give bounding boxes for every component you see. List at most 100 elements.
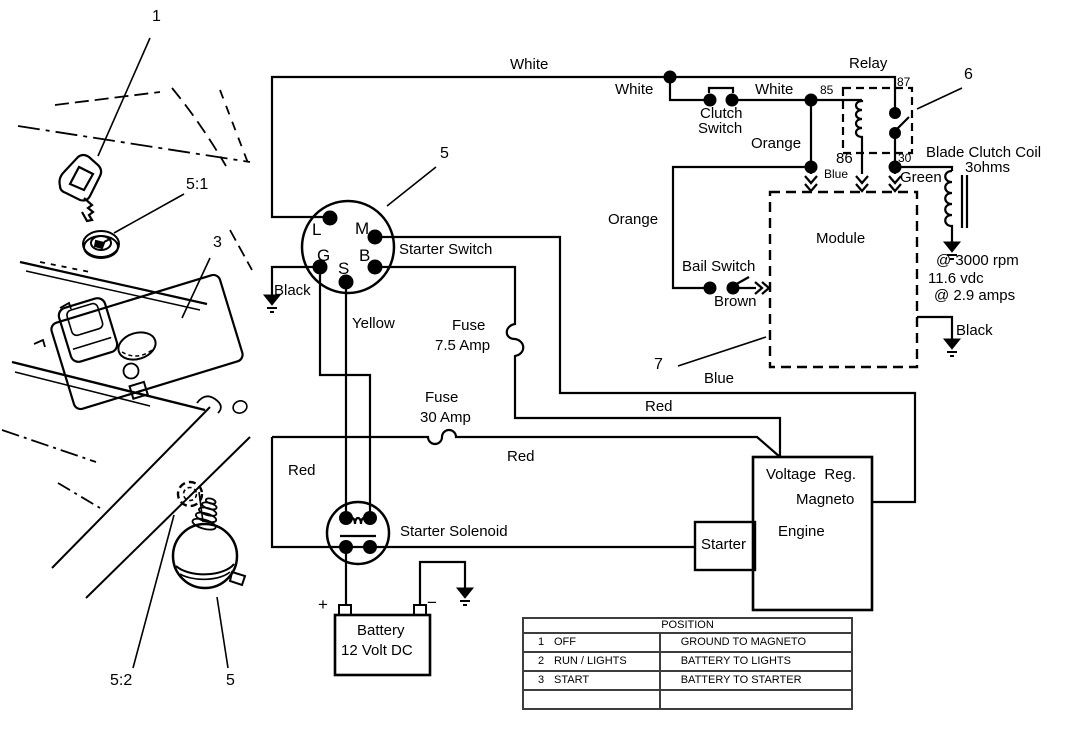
magneto-label: Magneto [796, 491, 855, 508]
engine-label: Engine [778, 523, 825, 540]
fuse-75-label-1: Fuse [452, 317, 486, 334]
blue-label-86: Blue [824, 167, 849, 181]
relay-pin-87: 87 [897, 75, 911, 89]
coil-amps-spec: @ 2.9 amps [934, 287, 1016, 304]
table-row-empty [522, 689, 854, 710]
orange-label-left: Orange [608, 211, 659, 228]
red-wire-upper [375, 265, 782, 457]
battery-minus-sign: − [427, 593, 437, 612]
console-panel-illustration [11, 260, 248, 414]
position-table-title: POSITION [522, 617, 853, 634]
callout-5: 5 [440, 145, 449, 162]
module-arrows [754, 175, 902, 295]
battery-label-2: 12 Volt DC [341, 642, 413, 659]
fuse-75-label-2: 7.5 Amp [435, 337, 491, 354]
engine-box [751, 455, 874, 612]
module-label: Module [816, 230, 866, 247]
keyhole-illustration [82, 230, 120, 259]
blue-wire [375, 235, 917, 504]
row-wiring: BATTERY TO LIGHTS [658, 651, 854, 672]
red-wire-lower [272, 428, 781, 458]
callout-5-1: 5:1 [186, 176, 209, 193]
ground-module-icon [942, 338, 962, 357]
battery-terminal-positive [338, 604, 352, 616]
key-illustration [58, 153, 103, 223]
ground-switch-icon [262, 294, 282, 313]
panel-edge-lines [1, 87, 253, 509]
callout-6: 6 [964, 66, 973, 83]
ignition-switch-illustration [51, 406, 251, 599]
blade-clutch-coil-label-1: Blade Clutch Coil [926, 144, 1042, 161]
terminal-B: B [359, 246, 371, 265]
relay-pin-86: 86 [836, 150, 853, 167]
table-row: 3 START BATTERY TO STARTER [522, 670, 854, 691]
clutch-switch-button-icon [707, 86, 735, 93]
ground-symbols [262, 241, 962, 606]
callout-3: 3 [213, 234, 222, 251]
red-wire-battery [270, 437, 695, 549]
clutch-switch-label-2: Switch [698, 120, 743, 137]
wires [270, 75, 969, 605]
relay-coil-icon [854, 99, 864, 174]
row-position: RUN / LIGHTS [554, 655, 627, 667]
coil-vdc-spec: 11.6 vdc [928, 270, 984, 287]
dash-panel-illustration [1, 87, 253, 599]
row-num: 3 [538, 674, 545, 686]
green-wire [895, 165, 954, 171]
row-position: START [554, 674, 590, 686]
module-box [768, 190, 919, 369]
clutch-switch-label-1: Clutch [700, 105, 743, 122]
callout-leaders [97, 37, 963, 669]
blade-clutch-coil-icon [944, 169, 954, 242]
table-header-row: POSITION [522, 617, 853, 634]
relay-label: Relay [849, 55, 888, 72]
terminal-S: S [338, 259, 350, 278]
starter-switch-label: Starter Switch [399, 241, 493, 258]
starter-switch-circle [300, 199, 396, 295]
white-label-right: White [755, 81, 794, 98]
callout-5-2: 5:2 [110, 672, 133, 689]
switch-shaft [191, 497, 218, 531]
fuse-30-label-2: 30 Amp [420, 409, 471, 426]
coil-core-bars [960, 175, 969, 228]
row-num: 1 [538, 636, 545, 648]
voltage-reg-label: Voltage Reg. [766, 466, 857, 483]
white-label-top: White [510, 56, 549, 73]
blade-clutch-coil-label-2: 3ohms [965, 159, 1011, 176]
battery-terminal-negative [413, 604, 427, 616]
brown-label: Brown [714, 293, 757, 310]
black-wire-switch [270, 265, 320, 295]
relay-pin-85: 85 [820, 83, 834, 97]
black-wire-module [917, 315, 954, 339]
orange-label-right: Orange [751, 135, 802, 152]
relay-pin-30: 30 [898, 151, 912, 165]
red-label-lower: Red [507, 448, 535, 465]
pto-switch-illustration [57, 297, 119, 363]
black-label-module: Black [956, 322, 993, 339]
orange-wire-bail-branch [671, 165, 811, 290]
starter-label: Starter [701, 536, 747, 553]
callout-7: 7 [654, 356, 663, 373]
white-wire-clutch-branch [668, 77, 710, 102]
red-label-left: Red [288, 462, 316, 479]
black-label-switch: Black [274, 282, 311, 299]
relay-box [841, 86, 914, 155]
row-num: 2 [538, 655, 545, 667]
green-label: Green [900, 169, 942, 186]
row-wiring: BATTERY TO STARTER [658, 670, 854, 691]
starter-box [693, 520, 757, 572]
terminal-L: L [312, 220, 322, 239]
ground-battery-icon [455, 587, 475, 606]
battery-box [333, 613, 432, 677]
callout-1: 1 [152, 8, 161, 25]
fuse-30-label-1: Fuse [425, 389, 459, 406]
bail-switch-label: Bail Switch [682, 258, 756, 275]
blue-label-bottom: Blue [704, 370, 735, 387]
starter-solenoid-circle [325, 500, 391, 566]
row-position: OFF [554, 636, 576, 648]
starter-solenoid-label: Starter Solenoid [400, 523, 508, 540]
component-boxes [300, 86, 919, 677]
bail-arrow [754, 281, 771, 295]
